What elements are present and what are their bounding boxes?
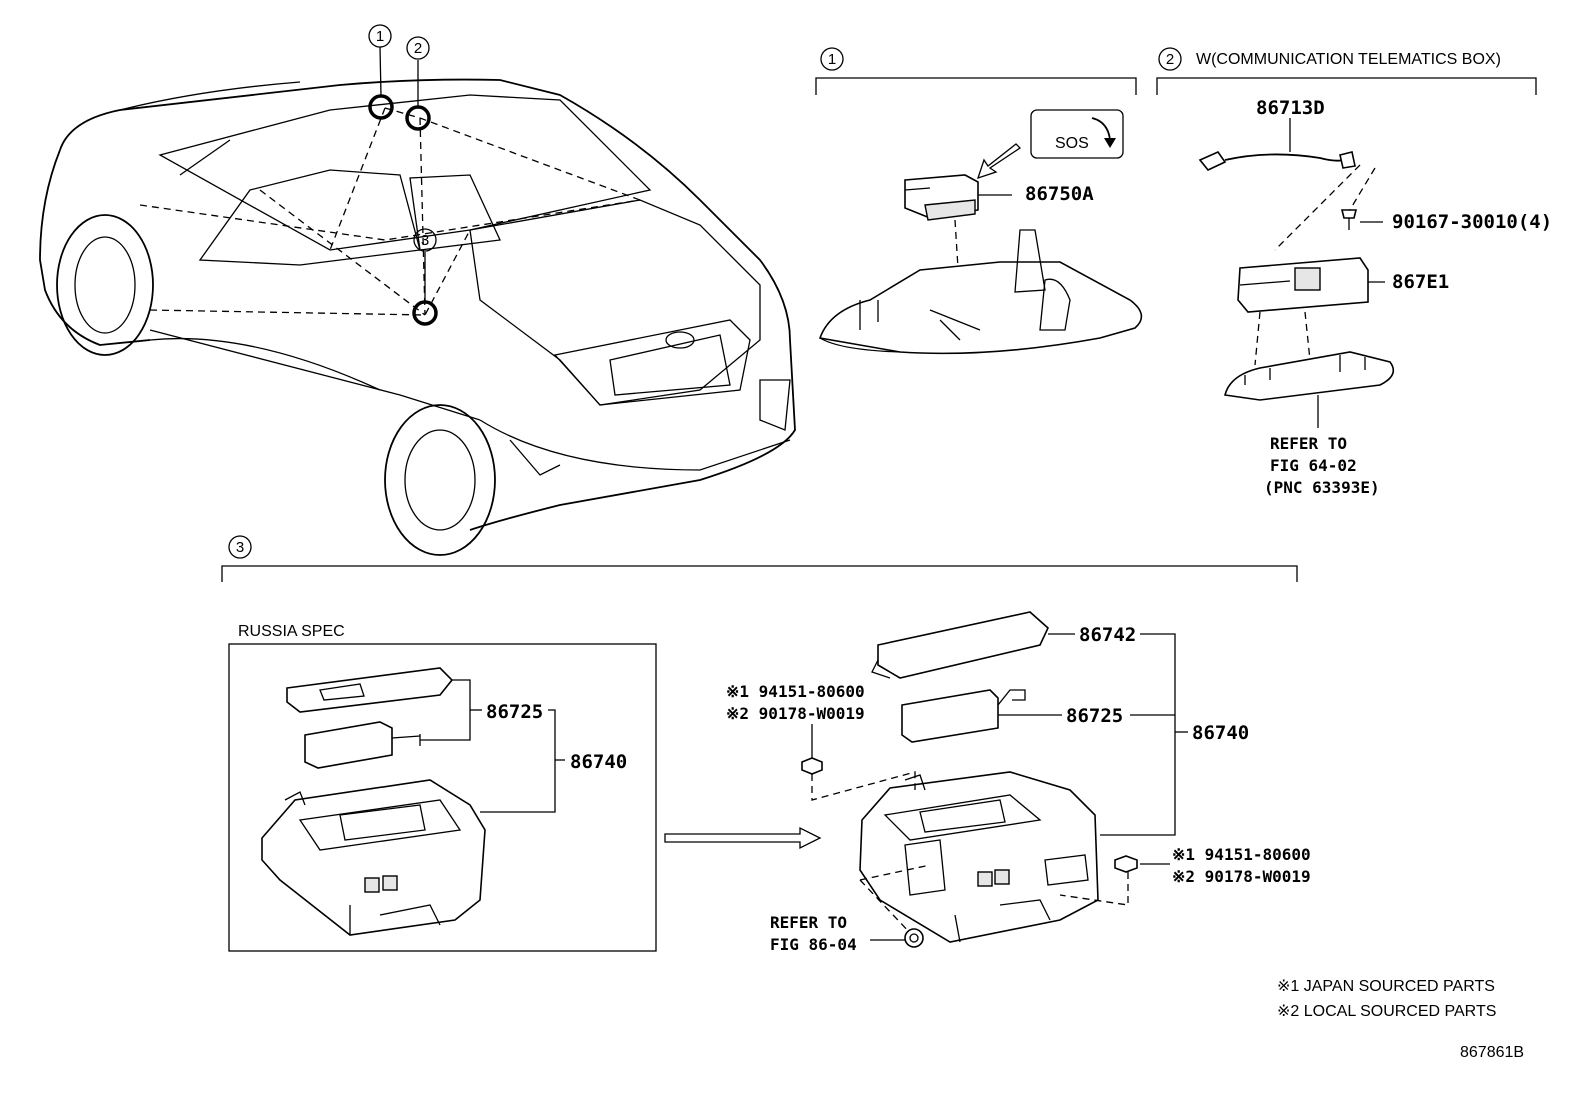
- telematics-box-867E1: 867E1: [1237, 257, 1449, 313]
- svg-text:※2 90178-W0019: ※2 90178-W0019: [726, 704, 865, 723]
- part-867E1-label: 867E1: [1392, 271, 1449, 293]
- callout-1-car: 1: [368, 24, 392, 48]
- overhead-console-1: [818, 229, 1143, 355]
- footnotes: ※1 JAPAN SOURCED PARTS ※2 LOCAL SOURCED …: [1277, 978, 1496, 1020]
- svg-text:※2 LOCAL SOURCED PARTS: ※2 LOCAL SOURCED PARTS: [1277, 1003, 1496, 1020]
- svg-text:2: 2: [414, 40, 422, 57]
- part-86750A-label: 86750A: [1025, 183, 1094, 205]
- refer-fig-86-04: REFER TO FIG 86-04: [770, 913, 924, 954]
- svg-text:3: 3: [236, 539, 244, 556]
- location-marker-2: [405, 105, 431, 131]
- figure-id: 867861B: [1460, 1044, 1524, 1061]
- russia-spec-label: RUSSIA SPEC: [238, 623, 345, 640]
- svg-text:1: 1: [376, 28, 384, 45]
- section-2-title: W(COMMUNICATION TELEMATICS BOX): [1196, 51, 1501, 68]
- svg-text:2: 2: [1166, 51, 1174, 68]
- svg-text:SOS: SOS: [1055, 135, 1089, 152]
- russia-spec-box: [228, 643, 657, 952]
- section-1: 1 SOS 86750A: [815, 47, 1143, 355]
- part-86740-label: 86740: [1192, 722, 1249, 744]
- callout-3-car: 3: [413, 228, 437, 252]
- location-marker-1: [368, 94, 394, 120]
- svg-text:3: 3: [421, 232, 429, 249]
- sos-switch-part: 86750A: [904, 174, 1094, 221]
- svg-text:※1 JAPAN SOURCED PARTS: ※1 JAPAN SOURCED PARTS: [1277, 978, 1495, 995]
- overhead-console-2: [1224, 351, 1395, 428]
- svg-text:FIG 86-04: FIG 86-04: [770, 935, 857, 954]
- svg-text:※1 94151-80600: ※1 94151-80600: [726, 682, 865, 701]
- section-3: 3 RUSSIA SPEC 86725 86740: [221, 535, 1311, 954]
- vehicle-illustration: [39, 46, 796, 556]
- svg-text:REFER TO: REFER TO: [770, 913, 847, 932]
- part-86742-label: 86742: [1079, 624, 1136, 646]
- svg-text:(PNC 63393E): (PNC 63393E): [1264, 478, 1380, 497]
- sos-button-illustration: SOS: [976, 109, 1124, 180]
- russia-part-86725-label: 86725: [486, 701, 543, 723]
- russia-part-86740-label: 86740: [570, 751, 627, 773]
- nut-right: ※1 94151-80600 ※2 90178-W0019: [1114, 845, 1311, 886]
- section-2: 2 W(COMMUNICATION TELEMATICS BOX) 86713D…: [1156, 47, 1552, 497]
- callout-2-car: 2: [406, 36, 430, 60]
- part-86725-label: 86725: [1066, 705, 1123, 727]
- cable-86713D: 86713D: [1198, 97, 1356, 171]
- svg-text:REFER TO: REFER TO: [1270, 434, 1347, 453]
- svg-text:FIG 64-02: FIG 64-02: [1270, 456, 1357, 475]
- screw-90167-30010: 90167-30010(4): [1340, 209, 1552, 233]
- svg-text:※1 94151-80600: ※1 94151-80600: [1172, 845, 1311, 864]
- main-spec-parts: 86742 86725 86740: [859, 611, 1249, 943]
- part-86713D-label: 86713D: [1256, 97, 1325, 119]
- direction-arrow: [664, 826, 822, 850]
- nut-left: ※1 94151-80600 ※2 90178-W0019: [726, 682, 865, 775]
- russia-spec-parts: 86725 86740: [261, 667, 627, 936]
- svg-text:※2 90178-W0019: ※2 90178-W0019: [1172, 867, 1311, 886]
- part-90167-30010-label: 90167-30010(4): [1392, 211, 1552, 233]
- svg-text:1: 1: [828, 51, 836, 68]
